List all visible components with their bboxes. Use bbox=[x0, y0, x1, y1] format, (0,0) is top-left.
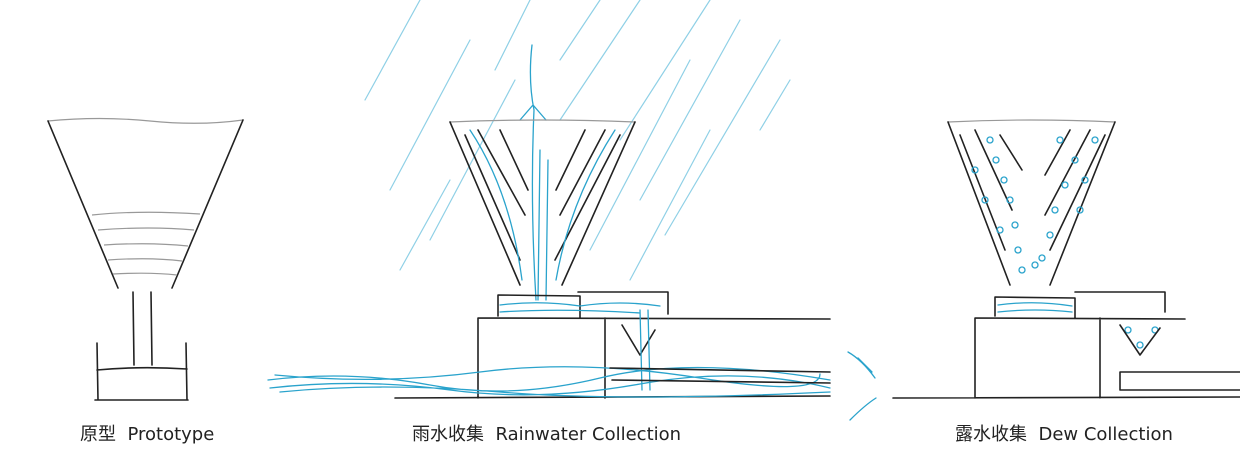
rainwater-sketch bbox=[267, 0, 877, 421]
label-prototype: 原型 Prototype bbox=[80, 420, 214, 446]
label-cn: 原型 bbox=[80, 424, 116, 445]
label-rainwater: 雨水收集 Rainwater Collection bbox=[412, 420, 681, 446]
label-dew: 露水收集 Dew Collection bbox=[955, 420, 1173, 446]
prototype-sketch bbox=[47, 117, 244, 401]
label-cn: 雨水收集 bbox=[412, 424, 484, 445]
label-en: Rainwater Collection bbox=[495, 424, 682, 445]
label-en: Prototype bbox=[127, 424, 215, 445]
label-cn: 露水收集 bbox=[955, 424, 1027, 445]
label-en: Dew Collection bbox=[1038, 424, 1173, 445]
dew-sketch bbox=[892, 119, 1240, 399]
